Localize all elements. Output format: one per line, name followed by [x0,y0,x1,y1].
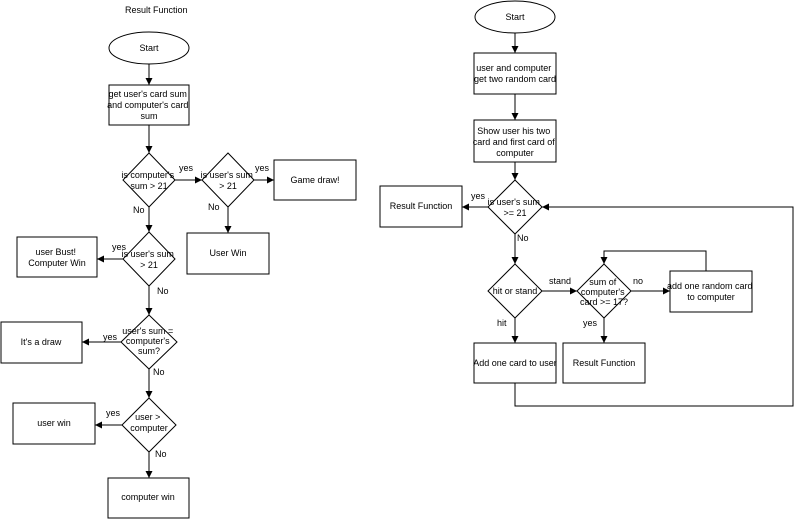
right-add-random-box [669,270,753,313]
edge-label-hit: hit [497,318,507,328]
edge-label-yes: yes [255,163,270,173]
right-result-a-label: Result Function [390,201,453,211]
left-user-bust-label: user Bust! Computer Win [28,247,86,268]
left-computer-win-box [107,477,190,519]
right-show-label: Show user his two card and first card of… [473,126,558,158]
edge-label-yes: yes [583,318,598,328]
right-add-user-box [473,342,557,384]
edge-label-stand: stand [549,276,571,286]
right-decision-computer-17-label: sum of computer's card >= 17? [580,277,628,307]
left-decision-computer-over-label: is computer's sum > 21 [121,170,176,191]
left-decision-user-over-a-label: is user's sum > 21 [201,170,256,191]
left-game-draw-box [273,159,357,201]
right-add-random-label: add one random card to computer [667,281,755,302]
right-deal-box [473,52,557,95]
edge-label-no: No [155,449,167,459]
left-decision-user-over-a [201,152,255,208]
left-chart-title: Result Function [125,5,188,15]
edge-label-no: no [633,276,643,286]
right-decision-user-over-label: is user's sum >= 21 [488,197,543,218]
left-user-win-a-box [186,232,270,275]
left-decision-user-over-b-label: is user's sum > 21 [122,249,177,270]
edge-label-no: No [133,205,145,215]
left-decision-greater-label: user > computer [130,412,168,433]
edge-label-no: No [517,233,529,243]
right-result-b-box [562,342,646,384]
right-start-label: Start [505,12,525,22]
edge-label-yes: yes [103,332,118,342]
right-decision-hit-stand-label: hit or stand [493,286,538,296]
left-its-draw-box [0,321,83,364]
left-user-win-a-label: User Win [209,248,246,258]
left-decision-equal-label: user's sum = computer's sum? [122,326,176,356]
right-add-user-label: Add one card to user [473,358,557,368]
edge-label-yes: yes [106,408,121,418]
right-show-box [473,119,557,163]
left-decision-computer-over [122,152,176,208]
edge-label-no: No [208,202,220,212]
left-user-win-b-label: user win [37,418,71,428]
right-decision-user-over [487,179,543,235]
left-decision-user-over-b [122,231,176,287]
left-its-draw-label: It's a draw [21,337,62,347]
edge-label-yes: yes [179,163,194,173]
left-game-draw-label: Game draw! [290,175,339,185]
right-result-a-box [379,185,463,228]
edge-label-no: No [153,367,165,377]
left-computer-win-label: computer win [121,492,175,502]
edge-label-yes: yes [112,242,127,252]
left-user-win-b-box [12,402,96,445]
left-start-label: Start [139,43,159,53]
edge-loop-user [514,203,794,407]
edge-loop-computer [600,250,707,271]
edge-label-no: No [157,286,169,296]
left-user-bust-box [16,236,98,278]
edge-label-yes: yes [471,191,486,201]
right-deal-label: user and computer get two random card [474,63,556,84]
left-get-sums-label: get user's card sum and computer's card … [107,89,191,121]
left-get-sums-box [108,84,190,126]
right-result-b-label: Result Function [573,358,636,368]
